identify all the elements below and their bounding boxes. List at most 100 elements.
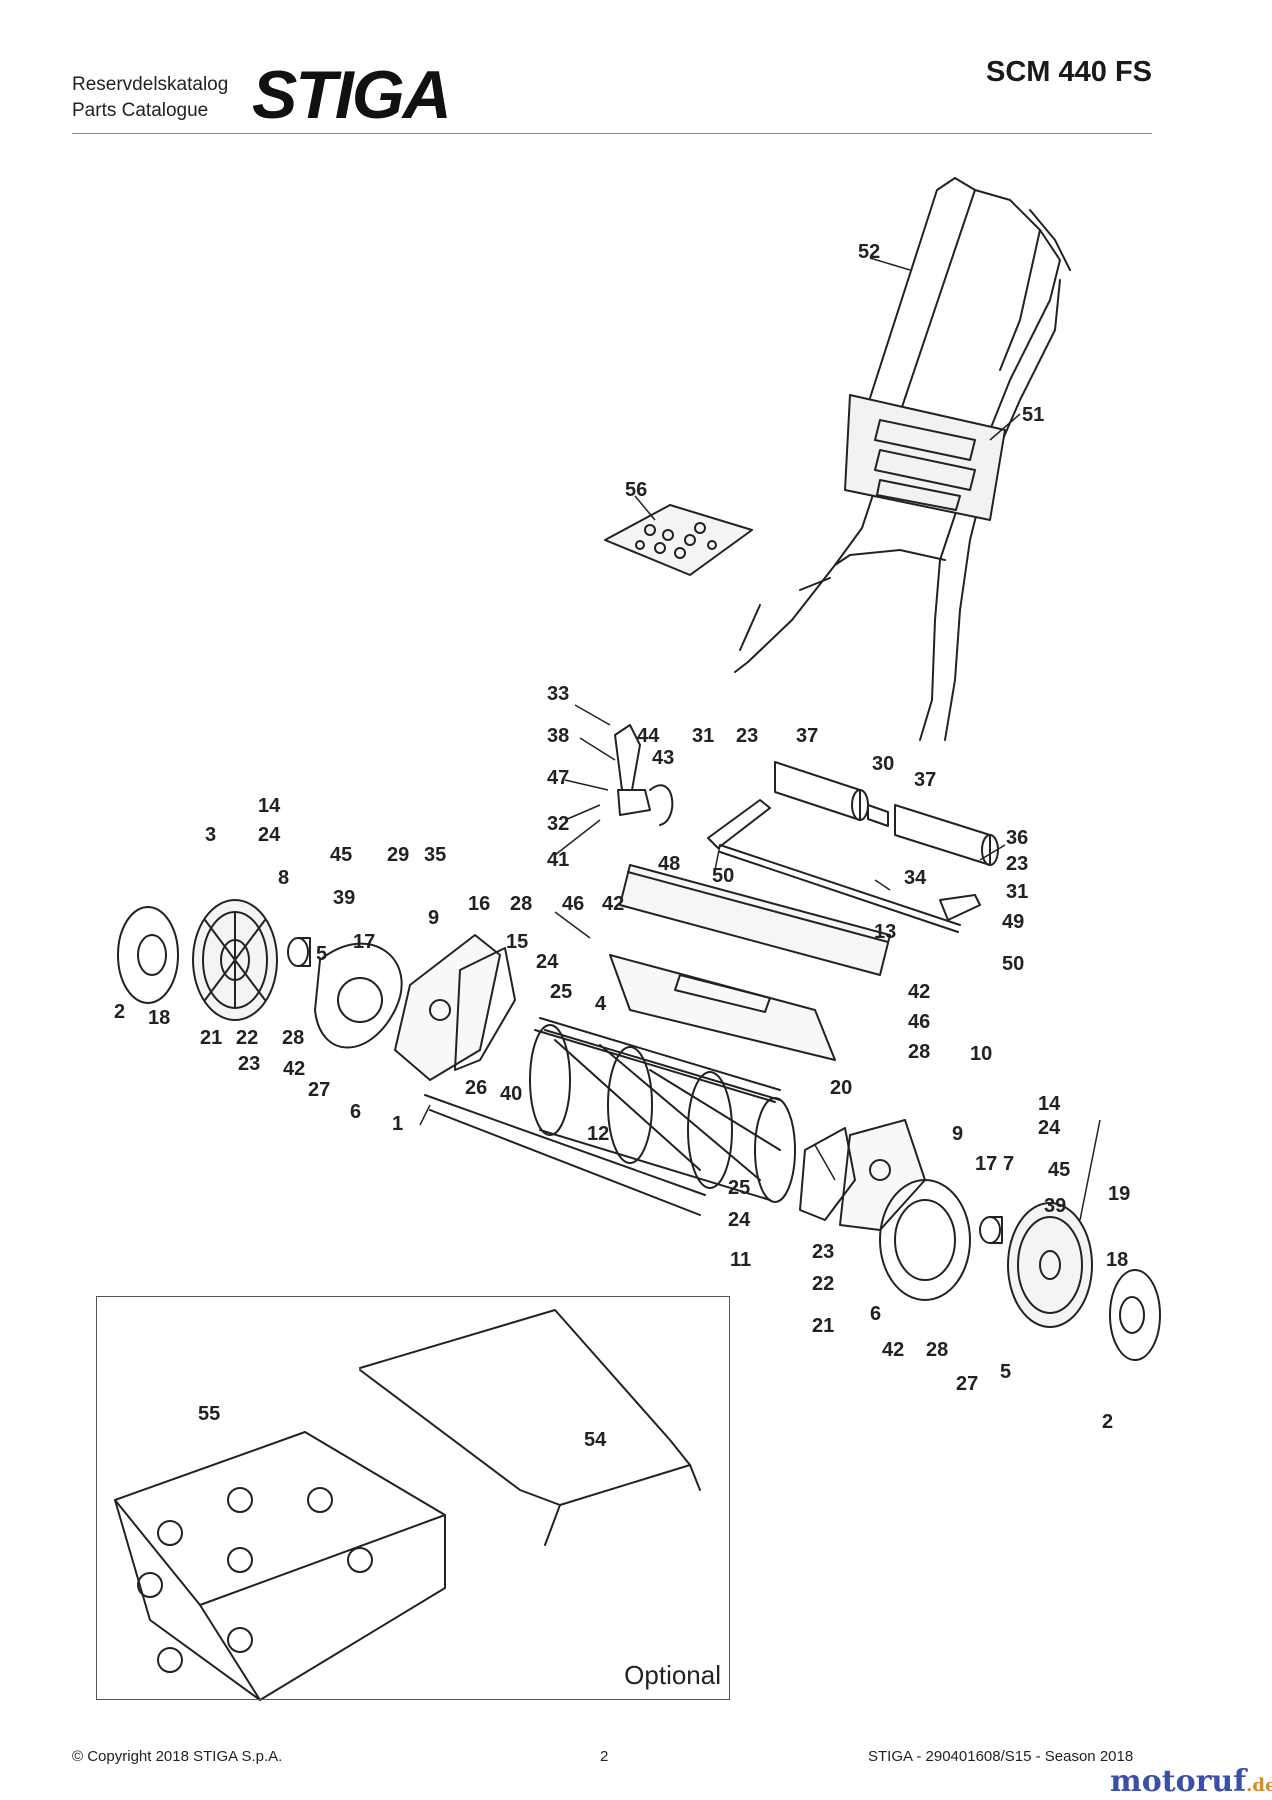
callout: 42 bbox=[602, 893, 624, 915]
stiga-logo-text: STIGA bbox=[252, 60, 450, 128]
callout: 28 bbox=[510, 893, 532, 915]
left-hub-cap bbox=[117, 906, 179, 1004]
watermark-tld: .de bbox=[1246, 1775, 1272, 1796]
height-adjuster bbox=[614, 724, 674, 826]
callout: 22 bbox=[236, 1027, 258, 1049]
callout: 27 bbox=[308, 1079, 330, 1101]
callout: 24 bbox=[728, 1209, 751, 1231]
callout: 38 bbox=[547, 725, 569, 747]
callout: 2 bbox=[1102, 1411, 1113, 1433]
callout: 5 bbox=[316, 943, 327, 965]
left-wheel bbox=[192, 899, 278, 1021]
stiga-logo: STIGA bbox=[252, 60, 452, 128]
right-pinion bbox=[979, 1216, 1003, 1244]
callout: 13 bbox=[874, 921, 896, 943]
callout: 17 bbox=[353, 931, 375, 953]
callout: 55 bbox=[198, 1403, 220, 1425]
callout: 30 bbox=[872, 753, 894, 775]
callout: 51 bbox=[1022, 404, 1044, 426]
callout: 50 bbox=[712, 865, 734, 887]
callout: 17 bbox=[975, 1153, 997, 1175]
callout: 24 bbox=[536, 951, 559, 973]
callout: 18 bbox=[148, 1007, 170, 1029]
callout: 46 bbox=[562, 893, 584, 915]
catalogue-title: Reservdelskatalog Parts Catalogue bbox=[72, 72, 228, 124]
callout: 25 bbox=[550, 981, 572, 1003]
callout: 19 bbox=[1108, 1183, 1130, 1205]
callout: 28 bbox=[908, 1041, 930, 1063]
rear-shield bbox=[619, 864, 891, 976]
optional-accessory-box: Optional bbox=[96, 1296, 730, 1700]
callout: 42 bbox=[283, 1058, 305, 1080]
callout: 10 bbox=[970, 1043, 992, 1065]
cutting-cylinder bbox=[529, 1017, 796, 1203]
right-hub-cap bbox=[1109, 1269, 1161, 1361]
right-wheel bbox=[1007, 1202, 1093, 1328]
grass-box-frame bbox=[359, 1309, 701, 1546]
callout: 42 bbox=[908, 981, 930, 1003]
callout: 16 bbox=[468, 893, 490, 915]
callout: 18 bbox=[1106, 1249, 1128, 1271]
catalogue-title-swedish: Reservdelskatalog bbox=[72, 74, 229, 95]
callout: 39 bbox=[333, 887, 355, 909]
callout: 56 bbox=[625, 479, 647, 501]
callout: 28 bbox=[282, 1027, 304, 1049]
callout: 25 bbox=[728, 1177, 750, 1199]
callout: 43 bbox=[652, 747, 674, 769]
left-side-plate bbox=[394, 934, 516, 1081]
callout: 21 bbox=[812, 1315, 834, 1337]
callout: 1 bbox=[392, 1113, 403, 1135]
callout: 14 bbox=[1038, 1093, 1061, 1115]
callout: 42 bbox=[882, 1339, 904, 1361]
callout: 54 bbox=[584, 1429, 607, 1451]
left-drive-plate bbox=[314, 942, 403, 1049]
callout: 39 bbox=[1044, 1195, 1066, 1217]
callout: 45 bbox=[1048, 1159, 1070, 1181]
callout: 6 bbox=[350, 1101, 361, 1123]
rear-rollers bbox=[774, 761, 999, 866]
callout: 35 bbox=[424, 844, 446, 866]
callout: 9 bbox=[428, 907, 439, 929]
watermark-logo: motoruf.de bbox=[1110, 1764, 1272, 1799]
callout: 5 bbox=[1000, 1361, 1011, 1383]
model-name: SCM 440 FS bbox=[986, 56, 1152, 88]
callout: 28 bbox=[926, 1339, 948, 1361]
callout: 47 bbox=[547, 767, 569, 789]
callout: 27 bbox=[956, 1373, 978, 1395]
catalogue-title-english: Parts Catalogue bbox=[72, 100, 209, 121]
callout: 23 bbox=[736, 725, 758, 747]
callout: 3 bbox=[205, 824, 216, 846]
callout: 31 bbox=[1006, 881, 1028, 903]
callout: 14 bbox=[258, 795, 281, 817]
callout: 23 bbox=[1006, 853, 1028, 875]
callout: 48 bbox=[658, 853, 680, 875]
callout: 15 bbox=[506, 931, 528, 953]
callout: 4 bbox=[595, 993, 607, 1015]
footer-copyright: © Copyright 2018 STIGA S.p.A. bbox=[72, 1748, 283, 1765]
callout: 32 bbox=[547, 813, 569, 835]
part-callouts: 52 51 56 33 38 44 43 31 23 37 30 37 47 3… bbox=[114, 241, 1130, 1451]
callout: 37 bbox=[796, 725, 818, 747]
callout: 41 bbox=[547, 849, 569, 871]
hardware-bag bbox=[604, 504, 753, 576]
callout: 12 bbox=[587, 1123, 609, 1145]
watermark-name: motoruf bbox=[1110, 1764, 1247, 1799]
callout: 46 bbox=[908, 1011, 930, 1033]
footer-page-number: 2 bbox=[600, 1748, 609, 1765]
callout: 22 bbox=[812, 1273, 834, 1295]
header-divider bbox=[72, 133, 1152, 134]
callout: 2 bbox=[114, 1001, 125, 1023]
callout: 34 bbox=[904, 867, 927, 889]
callout: 37 bbox=[914, 769, 936, 791]
callout: 20 bbox=[830, 1077, 852, 1099]
callout: 23 bbox=[812, 1241, 834, 1263]
right-side-plate bbox=[799, 1119, 926, 1231]
callout: 9 bbox=[952, 1123, 963, 1145]
optional-label: Optional bbox=[624, 1660, 721, 1690]
callout: 7 bbox=[1003, 1153, 1014, 1175]
bottom-blade bbox=[609, 954, 836, 1061]
callout: 40 bbox=[500, 1083, 522, 1105]
callout: 29 bbox=[387, 844, 409, 866]
right-drive-plate bbox=[879, 1179, 971, 1301]
